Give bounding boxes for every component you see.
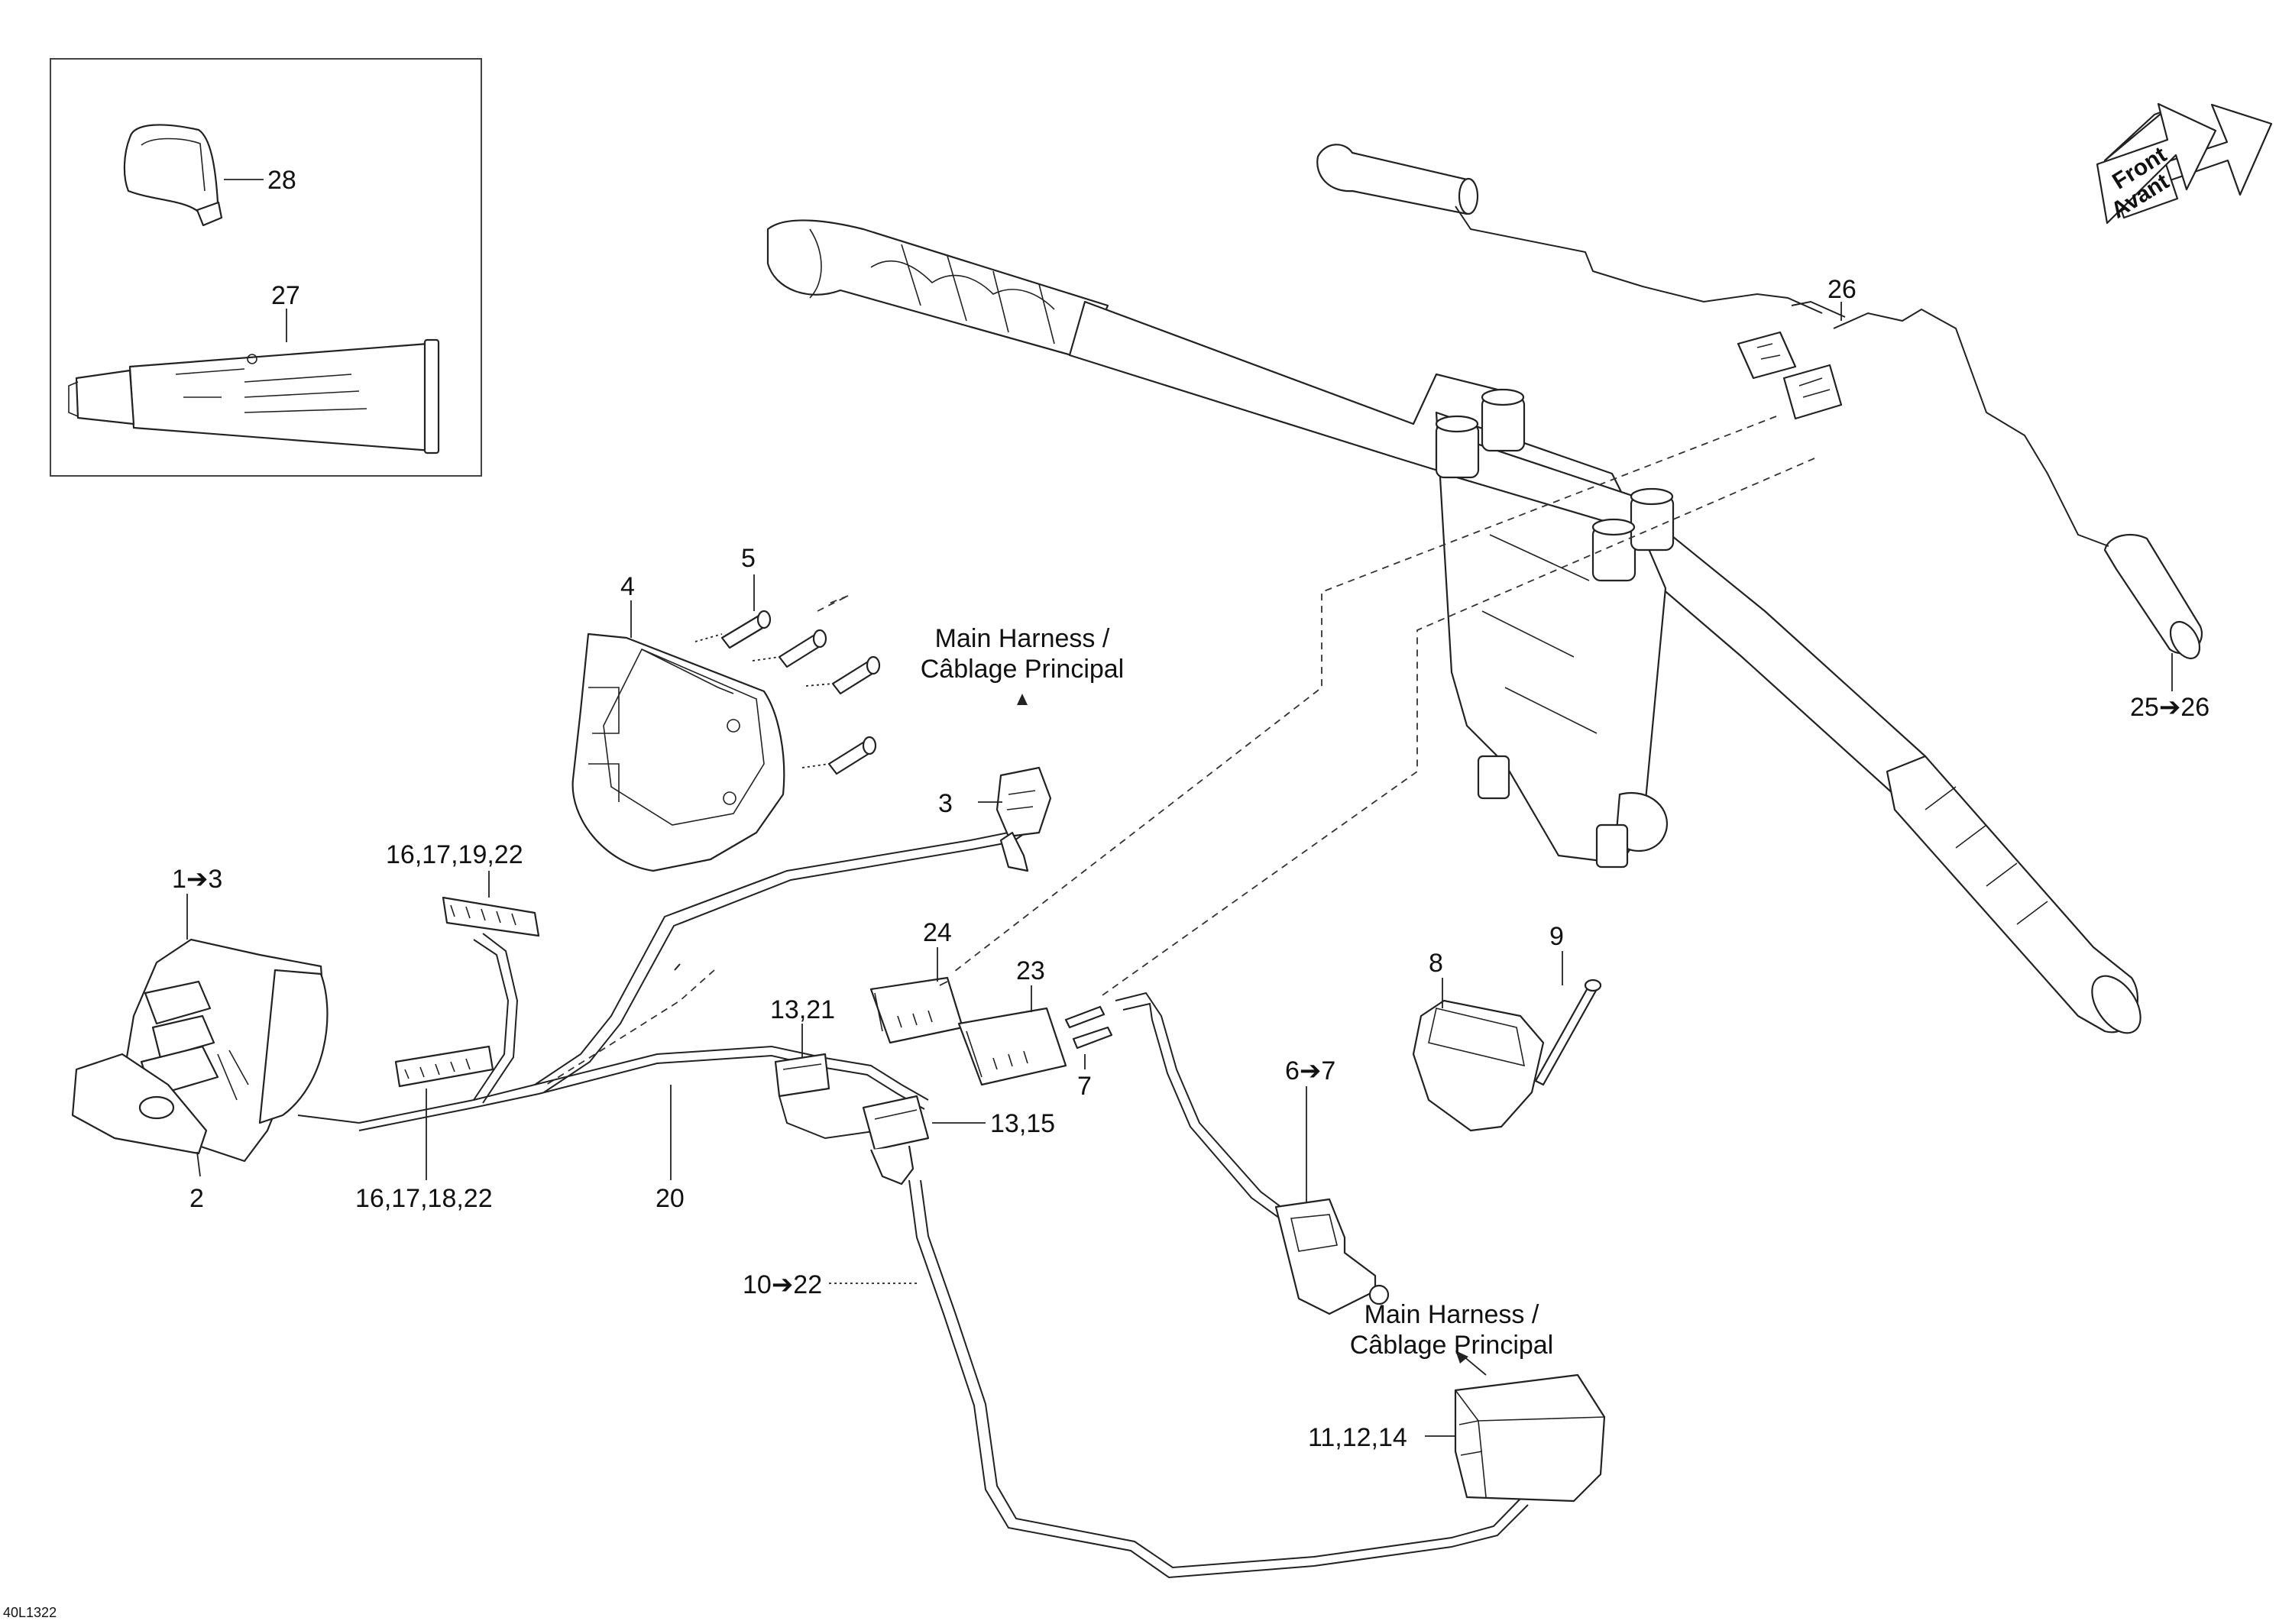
part-28-clip [123, 124, 223, 227]
callout-16-17-19-22: 16,17,19,22 [386, 840, 523, 869]
part-5-screws [720, 610, 881, 775]
connector-24 [869, 976, 964, 1044]
callout-27: 27 [271, 281, 300, 310]
part-27-tube [68, 338, 440, 455]
callout-9: 9 [1549, 922, 1564, 951]
callout-20: 20 [656, 1184, 685, 1213]
connector-26 [1737, 331, 1843, 420]
right-grip [1886, 755, 2141, 1034]
connector-16-17-18-22 [394, 1045, 494, 1088]
callout-11-12-14: 11,12,14 [1308, 1423, 1407, 1452]
callout-3: 3 [938, 789, 953, 818]
part-3-sensor [995, 766, 1052, 872]
callout-5: 5 [741, 544, 756, 573]
callout-10-22: 10➔22 [743, 1270, 822, 1299]
main-harness-arrow-top-icon [1017, 694, 1028, 705]
callout-1-3: 1➔3 [172, 865, 222, 894]
left-grip [766, 219, 1109, 361]
module-11-12-14 [1454, 1373, 1606, 1503]
callout-2: 2 [189, 1184, 204, 1213]
callout-25-26: 25➔26 [2130, 693, 2209, 722]
callout-4: 4 [620, 572, 635, 601]
connector-23 [957, 1007, 1067, 1086]
part-6-7-sensor [1274, 1198, 1390, 1315]
callout-16-17-18-22: 16,17,18,22 [355, 1184, 493, 1213]
part-7-pins [1064, 1005, 1113, 1050]
note-top-line1: Main Harness / [935, 624, 1110, 653]
callout-24: 24 [923, 918, 952, 947]
connector-13-21 [774, 1053, 879, 1140]
callout-13-15: 13,15 [990, 1109, 1055, 1138]
note-top-line2: Câblage Principal [921, 655, 1125, 684]
callout-28: 28 [267, 166, 296, 195]
note-bottom-line2: Câblage Principal [1350, 1331, 1554, 1360]
note-bottom-line1: Main Harness / [1365, 1300, 1539, 1329]
callout-6-7: 6➔7 [1285, 1056, 1335, 1085]
part-8-cover [1412, 999, 1545, 1132]
callout-7: 7 [1077, 1072, 1092, 1101]
main-harness-note-top: Main Harness / Câblage Principal [921, 624, 1125, 684]
main-harness-note-bottom: Main Harness / Câblage Principal [1350, 1300, 1554, 1360]
inset-box [50, 58, 482, 477]
part-9-pin [1534, 979, 1602, 1086]
handlebar-assembly: Front Avant [766, 102, 2273, 1034]
callout-13-21: 13,21 [770, 995, 835, 1024]
callout-26: 26 [1827, 275, 1857, 304]
callout-8: 8 [1429, 949, 1443, 978]
part-1-3-switch-housing [71, 938, 329, 1163]
part-4-housing [571, 632, 785, 872]
callout-23: 23 [1016, 956, 1045, 985]
drawing-reference: 40L1322 [3, 1605, 57, 1620]
callout-labels: 28 27 5 4 3 16,17,19,22 1➔3 2 16,17,18,2… [172, 166, 2209, 1452]
connector-16-17-19-22 [442, 896, 540, 937]
handlebar-riser [1435, 388, 1675, 869]
connector-13-15 [862, 1095, 930, 1186]
